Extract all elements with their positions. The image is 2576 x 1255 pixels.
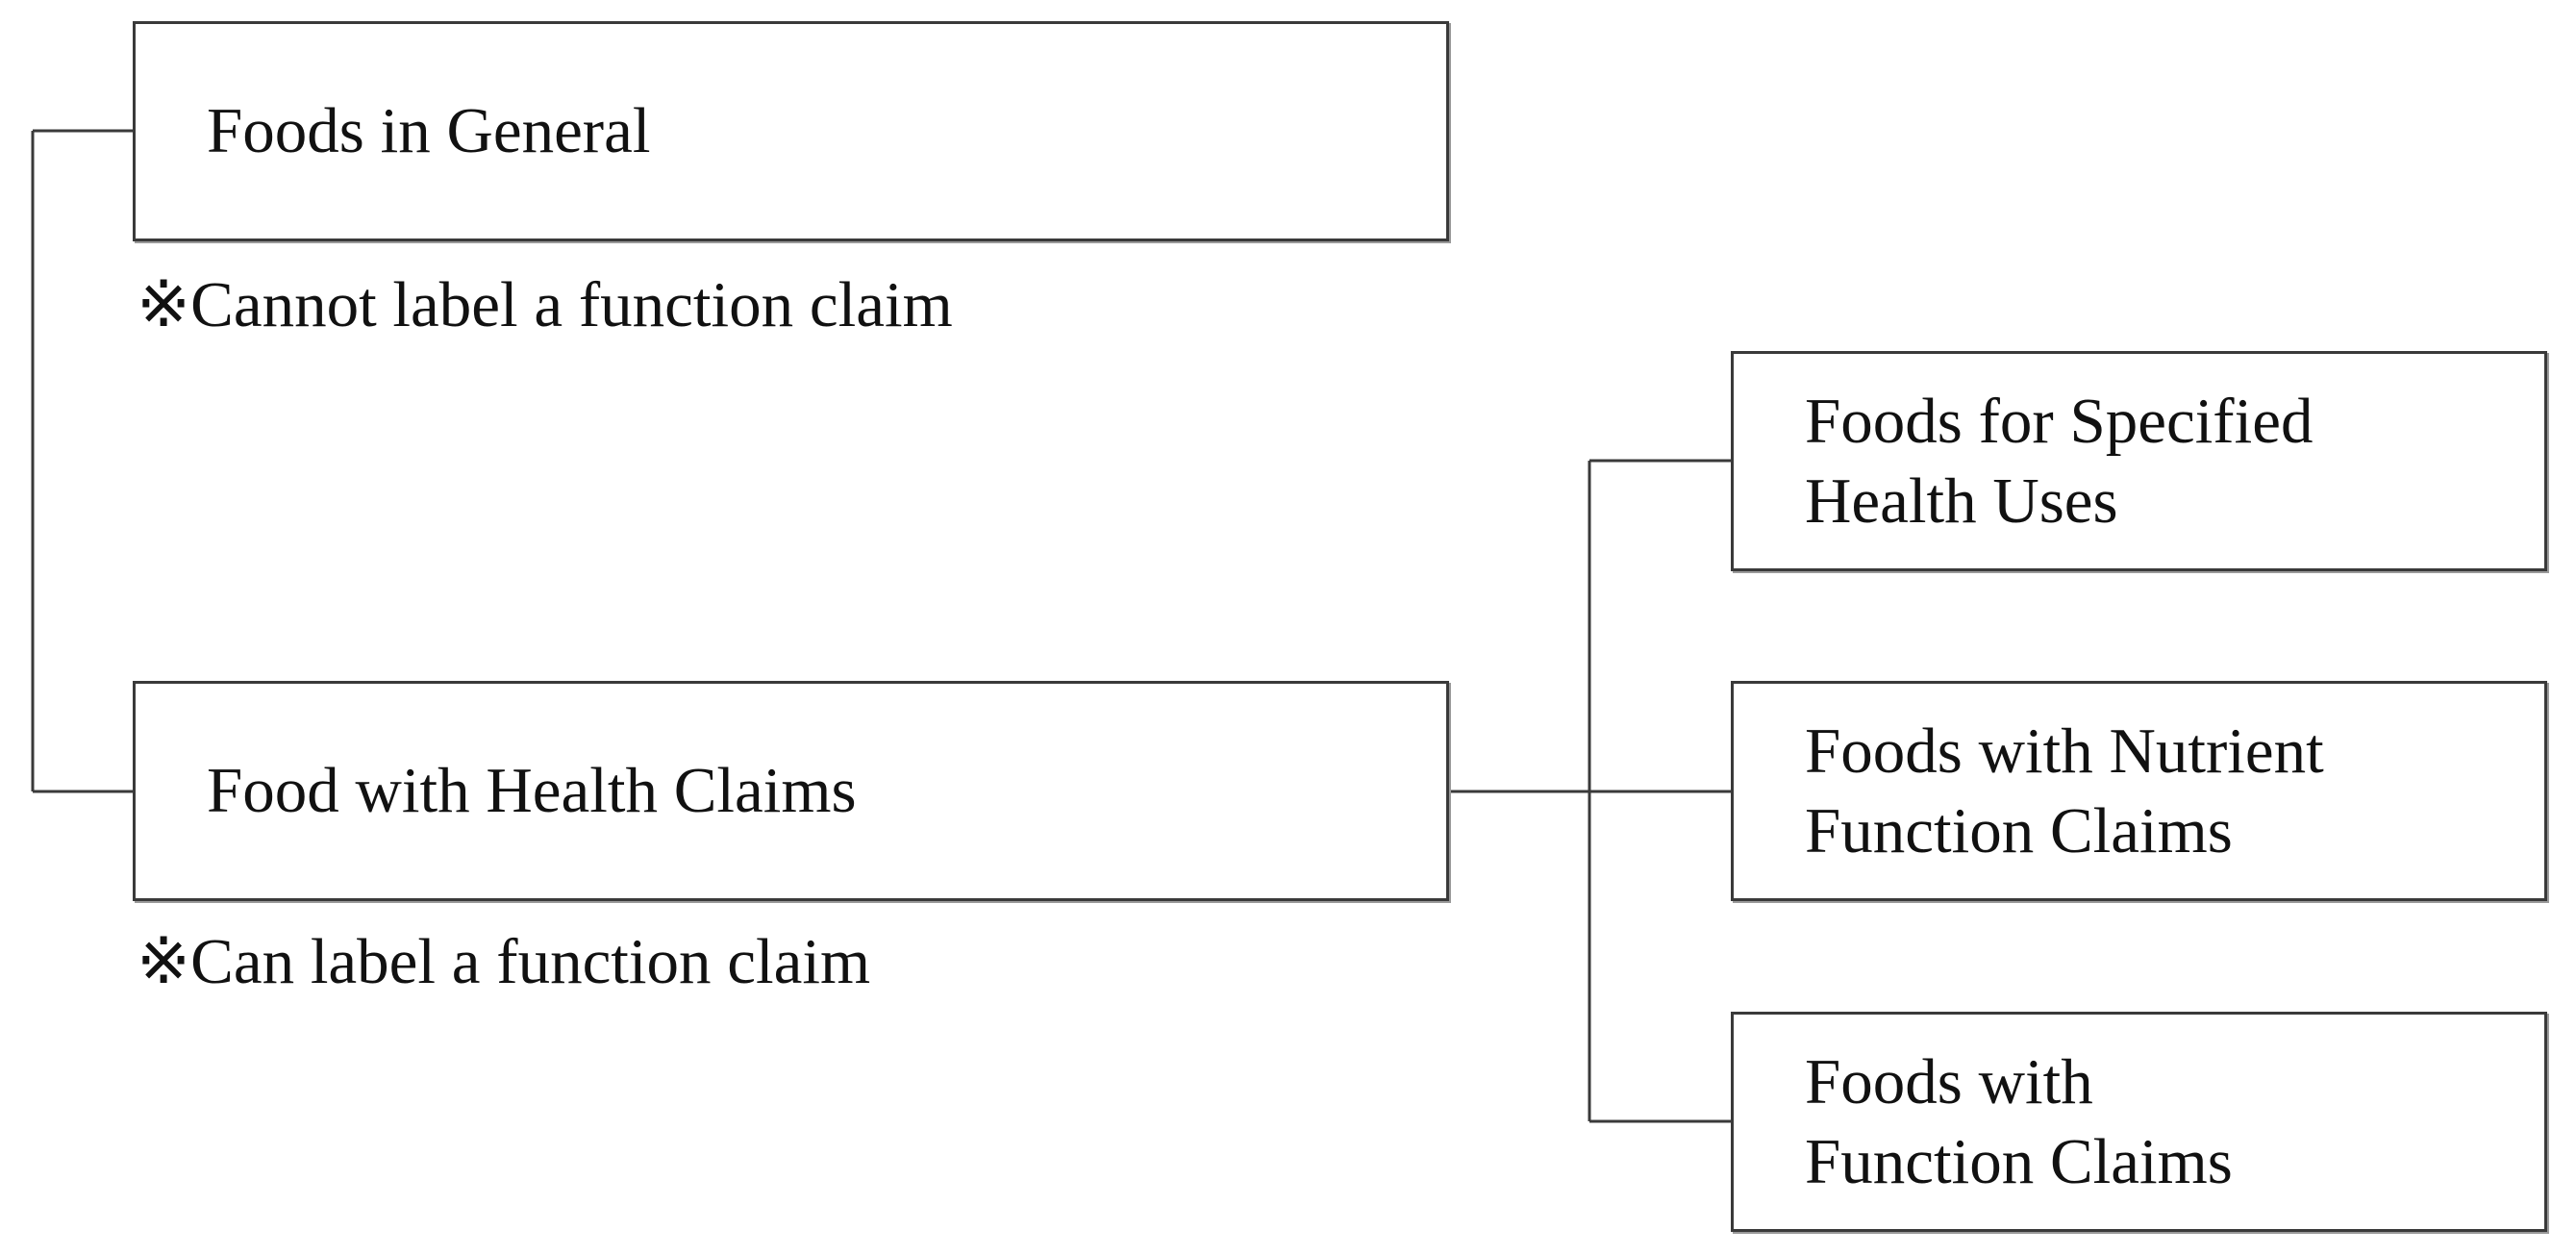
foods-with-nutrient-function-claims-box: Foods with Nutrient Function Claims — [1731, 681, 2547, 901]
foods-with-nutrient-function-claims-label: Foods with Nutrient Function Claims — [1805, 715, 2324, 866]
food-with-health-claims-box: Food with Health Claims — [133, 681, 1449, 901]
foods-with-function-claims-box: Foods with Function Claims — [1731, 1012, 2547, 1232]
food-with-health-claims-label: Food with Health Claims — [207, 755, 857, 826]
foods-in-general-label: Foods in General — [207, 95, 651, 166]
foods-for-specified-health-uses-label: Foods for Specified Health Uses — [1805, 385, 2313, 537]
can-label-note: ※Can label a function claim — [137, 926, 871, 997]
foods-with-function-claims-label: Foods with Function Claims — [1805, 1045, 2233, 1197]
cannot-label-note: ※Cannot label a function claim — [137, 269, 953, 340]
foods-for-specified-health-uses-box: Foods for Specified Health Uses — [1731, 351, 2547, 571]
foods-in-general-box: Foods in General — [133, 21, 1449, 241]
